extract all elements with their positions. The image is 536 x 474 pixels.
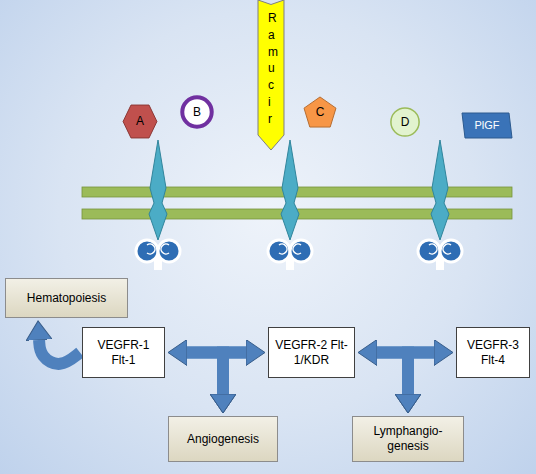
receptor-box: VEGFR-1 Flt-1 [82,327,165,378]
antibody-banner-outline [258,0,284,150]
node-label: C [316,105,325,120]
block-arrow [39,340,80,364]
ligand-hexagon: A [122,104,158,139]
receptor-box: VEGFR-2 Flt-1/KDR [268,327,355,378]
outcome-box: Angiogenesis [168,416,278,462]
node-label: Lymphangio- genesis [358,424,458,454]
antibody-banner: Ramucir [258,0,284,150]
ligand-parallelogram-outline [462,113,512,138]
node-label: B [193,105,201,120]
receptor-box: VEGFR-3 Flt-4 [456,327,530,378]
ligand-circle: B [181,96,213,128]
ligand-pentagon: C [303,96,337,128]
node-label: A [136,114,144,129]
node-label: D [401,115,410,130]
node-label: PlGF [474,119,499,133]
block-arrow [223,353,246,395]
outcome-box: Hematopoiesis [5,278,128,318]
node-label: Ramucir [268,10,278,128]
ligand-pentagon-outline [304,97,336,127]
ligand-parallelogram: PlGF [462,113,512,138]
node-label: VEGFR-1 Flt-1 [88,338,159,368]
ligand-hexagon-outline [123,105,157,138]
ligand-circle-outline [182,97,211,126]
receptor-symbol [136,140,180,270]
node-label: Hematopoiesis [27,291,106,306]
node-label: VEGFR-2 Flt-1/KDR [274,338,349,368]
ligand-circle-outline [391,108,419,136]
outcome-box: Lymphangio- genesis [352,416,464,462]
ligand-circle: D [390,107,420,137]
receptor-symbol [418,140,462,270]
block-arrow [408,353,434,395]
node-label: Angiogenesis [187,432,259,447]
node-label: VEGFR-3 Flt-4 [462,338,524,368]
receptor-symbol [268,140,312,270]
